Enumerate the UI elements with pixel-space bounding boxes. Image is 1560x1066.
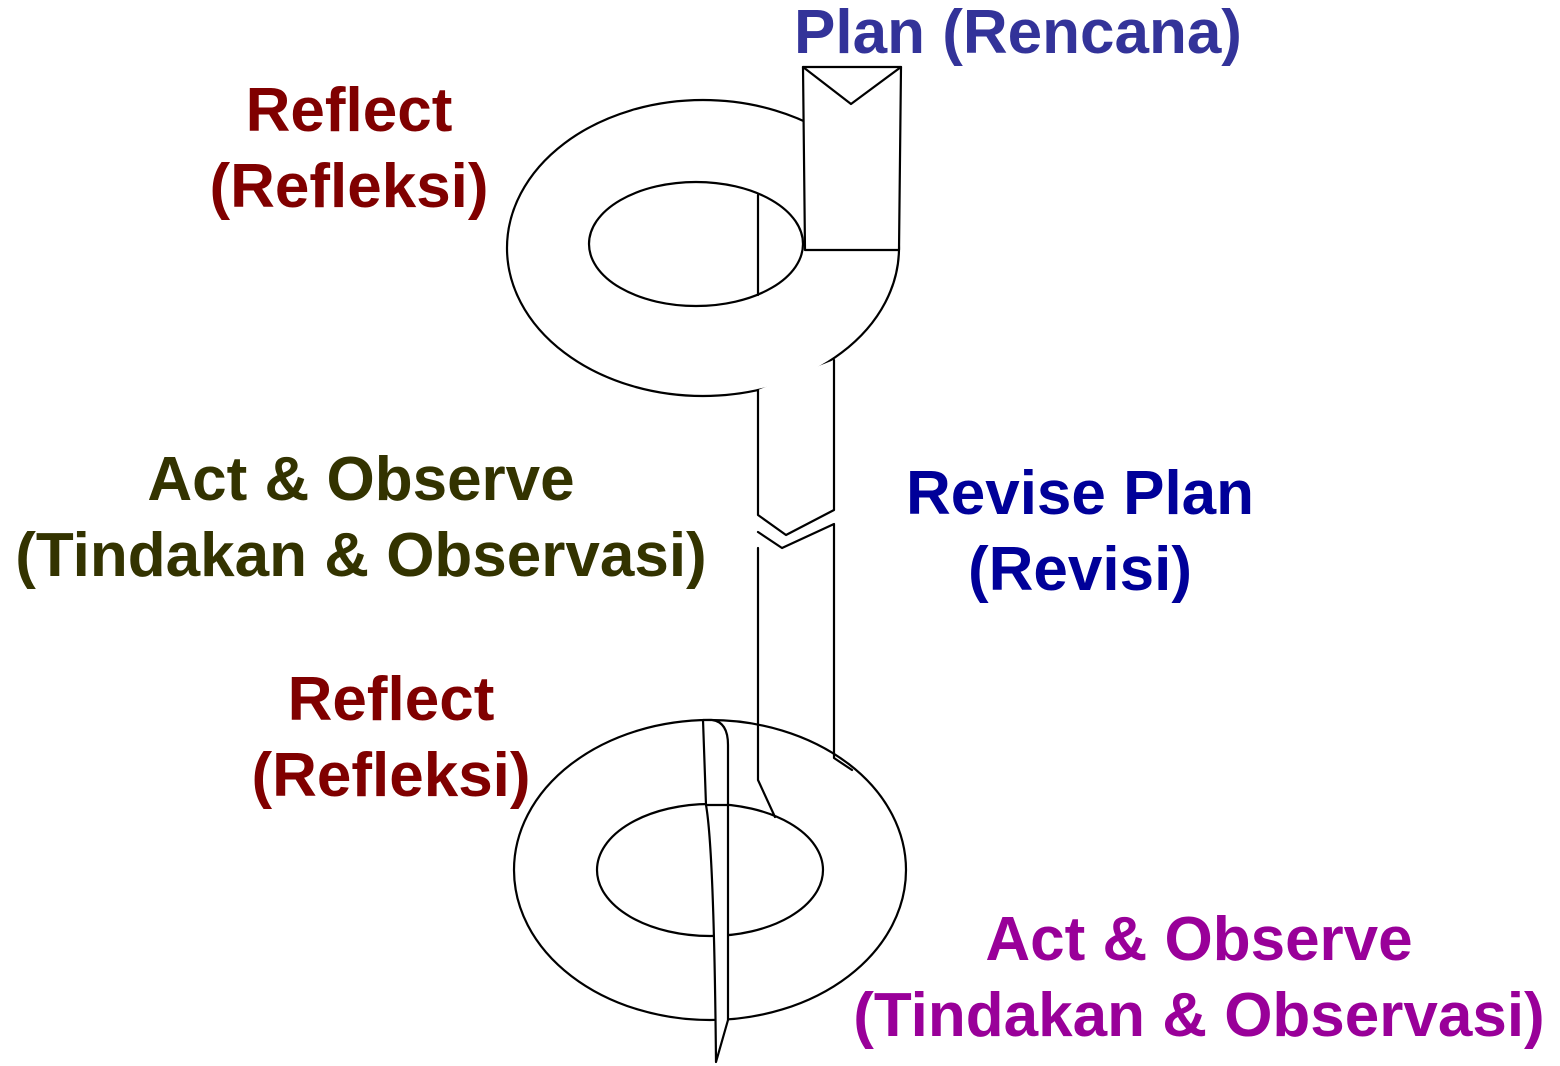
label-revise-plan-line2: (Revisi) [968,535,1192,604]
label-revise-plan-line1: Revise Plan [905,459,1255,528]
label-reflect-top-line1: Reflect [245,76,453,145]
label-act-observe-bottom-line1: Act & Observe [985,905,1413,974]
label-act-observe-left-line1: Act & Observe [147,445,575,514]
label-reflect-bottom: Reflect (Refleksi) [232,662,550,814]
bottom-arrow-strip [701,718,730,1064]
label-reflect-top: Reflect (Refleksi) [190,73,508,225]
connector-upper [756,358,836,537]
label-act-observe-left: Act & Observe (Tindakan & Observasi) [0,442,722,594]
label-act-observe-bottom-line2: (Tindakan & Observasi) [853,981,1545,1050]
label-reflect-bottom-line1: Reflect [287,665,495,734]
label-act-observe-left-line2: (Tindakan & Observasi) [15,521,707,590]
label-revise-plan: Revise Plan (Revisi) [880,456,1280,608]
plan-arrow [801,65,903,252]
label-plan: Plan (Rencana) [779,0,1257,71]
connector-lower [756,522,854,819]
label-plan-line1: Plan (Rencana) [794,0,1242,67]
top-ring-inner [587,180,805,308]
label-act-observe-bottom: Act & Observe (Tindakan & Observasi) [838,902,1560,1054]
label-reflect-top-line2: (Refleksi) [209,152,489,221]
label-reflect-bottom-line2: (Refleksi) [251,741,531,810]
